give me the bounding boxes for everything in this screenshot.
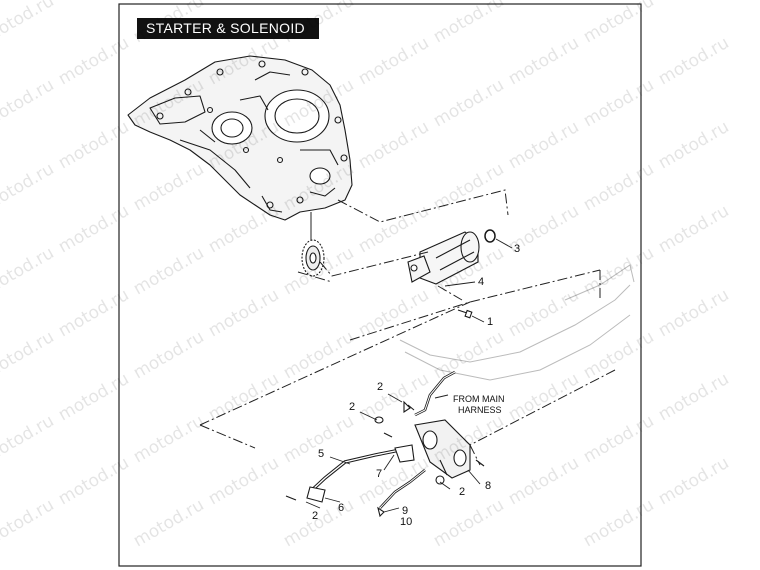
page-title: STARTER & SOLENOID [146, 20, 305, 36]
harness-trough [399, 264, 635, 381]
callout-leaders [305, 238, 513, 513]
callout-2-right: 2 [459, 486, 466, 498]
crankcase-illustration [127, 55, 353, 221]
solenoid [414, 419, 471, 485]
callout-2-upper: 2 [377, 381, 384, 393]
title-banner [137, 18, 319, 39]
callout-3: 3 [514, 243, 521, 255]
starter-motor [407, 231, 480, 285]
harness-note-line1: FROM MAIN [453, 394, 505, 404]
diagram-border [118, 3, 642, 567]
callout-10: 10 [400, 516, 413, 528]
callout-1: 1 [487, 316, 494, 328]
main-harness-lead [414, 370, 456, 417]
callout-8: 8 [485, 480, 492, 492]
cable-7 [379, 468, 426, 509]
o-ring [484, 229, 496, 243]
callout-2-lower: 2 [312, 510, 319, 522]
alignment-lines-upper [297, 189, 509, 301]
alignment-lines-lower [199, 269, 616, 466]
terminal-parts [285, 400, 485, 518]
callout-6: 6 [338, 502, 345, 514]
callout-2-mid: 2 [349, 401, 356, 413]
starter-gear [301, 239, 325, 277]
callout-9: 9 [402, 505, 409, 517]
callout-5: 5 [318, 448, 325, 460]
callout-7: 7 [376, 468, 383, 480]
mounting-bolt [457, 309, 473, 319]
callout-4: 4 [478, 276, 485, 288]
harness-note-line2: HARNESS [458, 405, 502, 415]
